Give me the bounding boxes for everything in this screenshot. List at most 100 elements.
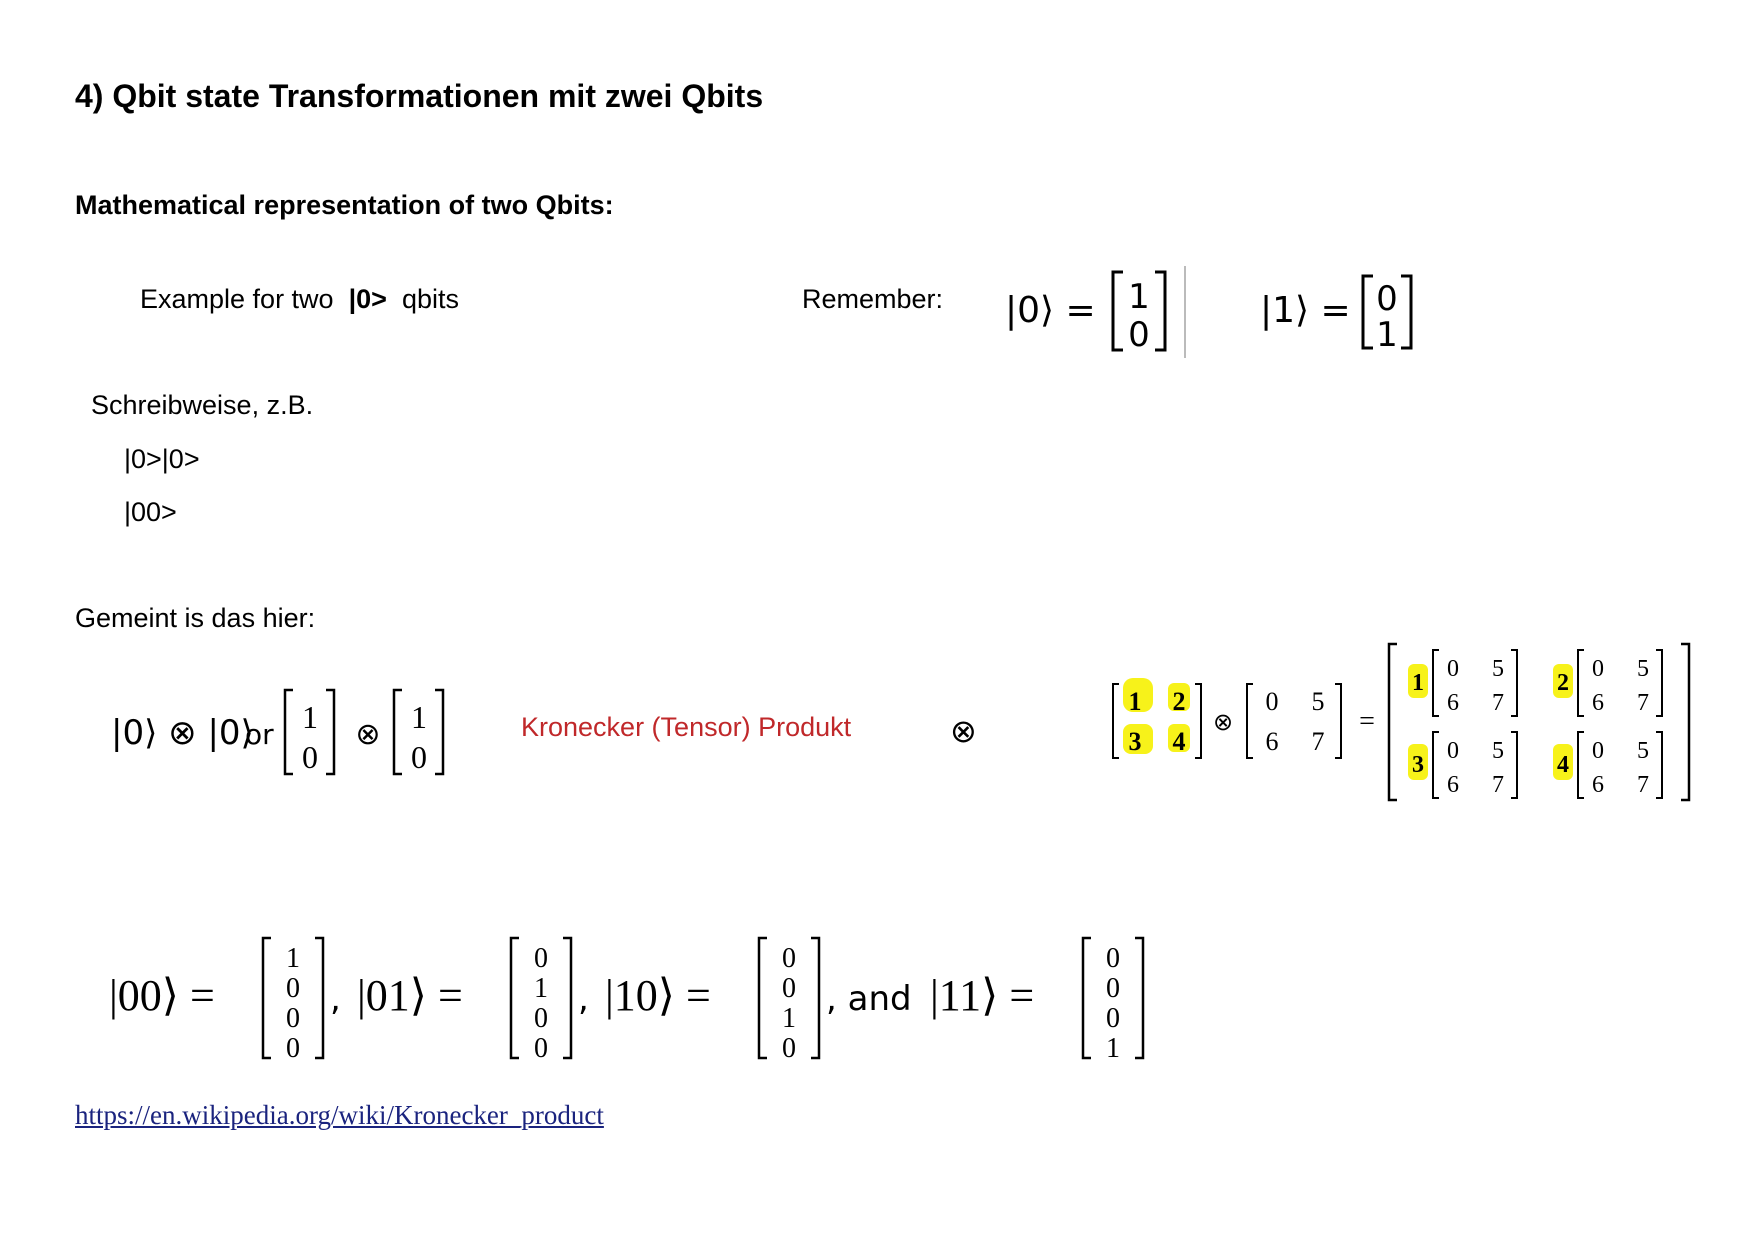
notation-form1: |0>|0> xyxy=(124,444,200,474)
r4-b11: 0 xyxy=(1592,738,1604,764)
basis-11-v3: 1 xyxy=(1106,1033,1120,1064)
basis-00-v0: 1 xyxy=(286,943,300,974)
basis-10-ket: |10⟩ = xyxy=(605,971,711,1020)
vec-b-brackets xyxy=(392,688,445,776)
r3-b12: 5 xyxy=(1492,738,1504,764)
basis-00-v3: 0 xyxy=(286,1033,300,1064)
r3-b21: 6 xyxy=(1447,772,1459,798)
example-ket: |0> xyxy=(348,284,387,314)
r2-b11: 0 xyxy=(1592,656,1604,682)
remember-formulas: |0⟩ = 1 0 |1⟩ = 0 1 xyxy=(1005,266,1413,358)
r3-b22: 7 xyxy=(1492,772,1504,798)
kronecker-label: Kronecker (Tensor) Produkt xyxy=(521,712,852,742)
example-prefix: Example for two xyxy=(140,284,334,314)
basis-01: |01⟩ = 0 1 0 0 , xyxy=(357,936,589,1064)
result-matrix: 1 2 3 4 0 5 6 7 0 5 6 7 0 5 6 7 0 5 6 7 xyxy=(1387,642,1691,802)
basis-10-v0: 0 xyxy=(782,943,796,974)
r1-b11: 0 xyxy=(1447,656,1459,682)
basis-10-sep: , and xyxy=(826,979,912,1019)
basis-01-v3: 0 xyxy=(534,1033,548,1064)
r-a22: 4 xyxy=(1557,752,1569,778)
matrix-a: 1 2 3 4 xyxy=(1112,678,1202,759)
highlight-a21 xyxy=(1123,724,1153,754)
ket1-label: |1⟩ = xyxy=(1260,290,1351,331)
basis-10-v2: 1 xyxy=(782,1003,796,1034)
a21: 3 xyxy=(1129,727,1142,756)
highlight-r2 xyxy=(1553,664,1573,698)
basis-11-v0: 0 xyxy=(1106,943,1120,974)
highlight-a22 xyxy=(1168,724,1190,752)
b11: 0 xyxy=(1266,687,1279,716)
ket1-vector xyxy=(1361,274,1413,350)
a22: 4 xyxy=(1173,727,1186,756)
highlight-r3 xyxy=(1408,744,1428,780)
vec-a-0: 1 xyxy=(302,699,318,735)
basis-11-ket: |11⟩ = xyxy=(930,971,1034,1020)
b21: 6 xyxy=(1266,727,1279,756)
r2-b12: 5 xyxy=(1637,656,1649,682)
tensor-expression: |0⟩ ⊗ |0⟩ or 1 0 ⊗ 1 0 xyxy=(111,688,445,776)
basis-00-v2: 0 xyxy=(286,1003,300,1034)
r4-b22: 7 xyxy=(1637,772,1649,798)
basis-00-v1: 0 xyxy=(286,973,300,1004)
b22: 7 xyxy=(1312,727,1325,756)
example-suffix: qbits xyxy=(401,284,459,314)
basis-00-sep: , xyxy=(330,979,341,1019)
basis-00: |00⟩ = 1 0 0 0 , xyxy=(109,936,341,1064)
basis-10: |10⟩ = 0 0 1 0 , and xyxy=(605,936,912,1064)
or-word: or xyxy=(245,718,274,751)
ket1-vec-0: 0 xyxy=(1376,279,1398,319)
kron-equals: = xyxy=(1359,706,1375,737)
highlight-r1 xyxy=(1408,664,1428,698)
highlight-a11 xyxy=(1123,678,1153,712)
r4-b12: 5 xyxy=(1637,738,1649,764)
notation-form2: |00> xyxy=(124,497,177,527)
page-title: 4) Qbit state Transformationen mit zwei … xyxy=(75,78,764,114)
example-line: Example for two |0> qbits xyxy=(140,284,459,315)
ket1-vec-1: 1 xyxy=(1376,315,1398,355)
vec-a-brackets xyxy=(283,688,336,776)
basis-00-ket: |00⟩ = xyxy=(109,971,215,1020)
matrix-b: 0 5 6 7 xyxy=(1246,683,1342,759)
vec-b-1: 0 xyxy=(411,739,427,775)
vec-a-1: 0 xyxy=(302,739,318,775)
kronecker-example: 1 2 3 4 ⊗ 0 5 6 7 = 1 2 3 4 0 5 6 7 0 5 … xyxy=(1112,642,1691,802)
otimes-symbol: ⊗ xyxy=(355,717,380,752)
r-a21: 3 xyxy=(1412,752,1424,778)
basis-11-v1: 0 xyxy=(1106,973,1120,1004)
r1-b22: 7 xyxy=(1492,690,1504,716)
r1-b21: 6 xyxy=(1447,690,1459,716)
kronecker-symbol: ⊗ xyxy=(950,712,977,750)
a11: 1 xyxy=(1129,687,1142,716)
basis-11-v2: 0 xyxy=(1106,1003,1120,1034)
basis-01-sep: , xyxy=(578,979,589,1019)
highlight-r4 xyxy=(1553,744,1573,780)
r4-b21: 6 xyxy=(1592,772,1604,798)
basis-01-v2: 0 xyxy=(534,1003,548,1034)
kron-otimes: ⊗ xyxy=(1213,708,1233,736)
ket0-label: |0⟩ = xyxy=(1005,290,1096,331)
notation-label: Schreibweise, z.B. xyxy=(91,390,314,420)
section-subtitle: Mathematical representation of two Qbits… xyxy=(75,190,614,220)
basis-01-ket: |01⟩ = xyxy=(357,971,463,1020)
basis-01-v1: 1 xyxy=(534,973,548,1004)
basis-01-v0: 0 xyxy=(534,943,548,974)
r2-b21: 6 xyxy=(1592,690,1604,716)
ket0-vec-1: 0 xyxy=(1128,315,1150,355)
meant-label: Gemeint is das hier: xyxy=(75,603,316,633)
basis-vectors: |00⟩ = 1 0 0 0 , |01⟩ = 0 1 0 0 , |10⟩ =… xyxy=(109,936,1145,1064)
tensor-lhs: |0⟩ ⊗ |0⟩ xyxy=(111,713,254,753)
r2-b22: 7 xyxy=(1637,690,1649,716)
b12: 5 xyxy=(1312,687,1325,716)
r-a11: 1 xyxy=(1412,670,1424,696)
r1-b12: 5 xyxy=(1492,656,1504,682)
a12: 2 xyxy=(1173,687,1186,716)
basis-10-v1: 0 xyxy=(782,973,796,1004)
ket0-vec-0: 1 xyxy=(1128,277,1150,317)
wikipedia-link[interactable]: https://en.wikipedia.org/wiki/Kronecker_… xyxy=(75,1100,604,1130)
basis-10-v3: 0 xyxy=(782,1033,796,1064)
ket0-vector xyxy=(1111,270,1167,352)
vec-b-0: 1 xyxy=(411,699,427,735)
r3-b11: 0 xyxy=(1447,738,1459,764)
remember-label: Remember: xyxy=(802,284,944,314)
